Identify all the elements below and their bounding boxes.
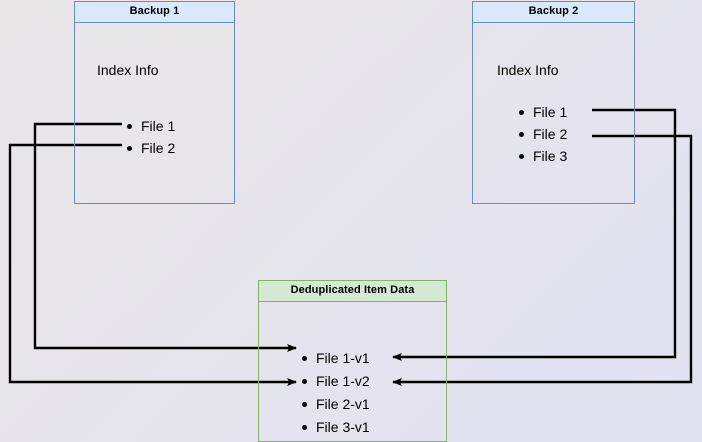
list-item[interactable]: File 3 xyxy=(517,145,567,167)
node-dedup-header: Deduplicated Item Data xyxy=(259,281,446,302)
node-backup-2[interactable]: Backup 2 Index Info File 1 File 2 File 3 xyxy=(472,1,635,204)
list-item[interactable]: File 2 xyxy=(517,123,567,145)
backup-2-file-list: File 1 File 2 File 3 xyxy=(517,101,567,167)
list-item[interactable]: File 2-v1 xyxy=(300,393,370,416)
list-item[interactable]: File 2 xyxy=(125,137,175,159)
node-backup-1[interactable]: Backup 1 Index Info File 1 File 2 xyxy=(74,1,235,204)
dedup-file-list: File 1-v1 File 1-v2 File 2-v1 File 3-v1 xyxy=(300,347,370,439)
node-backup-1-header: Backup 1 xyxy=(75,2,234,23)
list-item[interactable]: File 1-v1 xyxy=(300,347,370,370)
node-deduplicated-item-data[interactable]: Deduplicated Item Data File 1-v1 File 1-… xyxy=(258,280,447,442)
list-item[interactable]: File 1-v2 xyxy=(300,370,370,393)
backup-1-index-info-label: Index Info xyxy=(97,62,159,78)
node-backup-2-body: Index Info File 1 File 2 File 3 xyxy=(473,23,634,203)
list-item[interactable]: File 1 xyxy=(125,115,175,137)
node-backup-2-header: Backup 2 xyxy=(473,2,634,23)
node-dedup-body: File 1-v1 File 1-v2 File 2-v1 File 3-v1 xyxy=(259,302,446,441)
backup-1-file-list: File 1 File 2 xyxy=(125,115,175,159)
list-item[interactable]: File 1 xyxy=(517,101,567,123)
node-backup-1-body: Index Info File 1 File 2 xyxy=(75,23,234,203)
list-item[interactable]: File 3-v1 xyxy=(300,416,370,439)
backup-2-index-info-label: Index Info xyxy=(497,62,559,78)
